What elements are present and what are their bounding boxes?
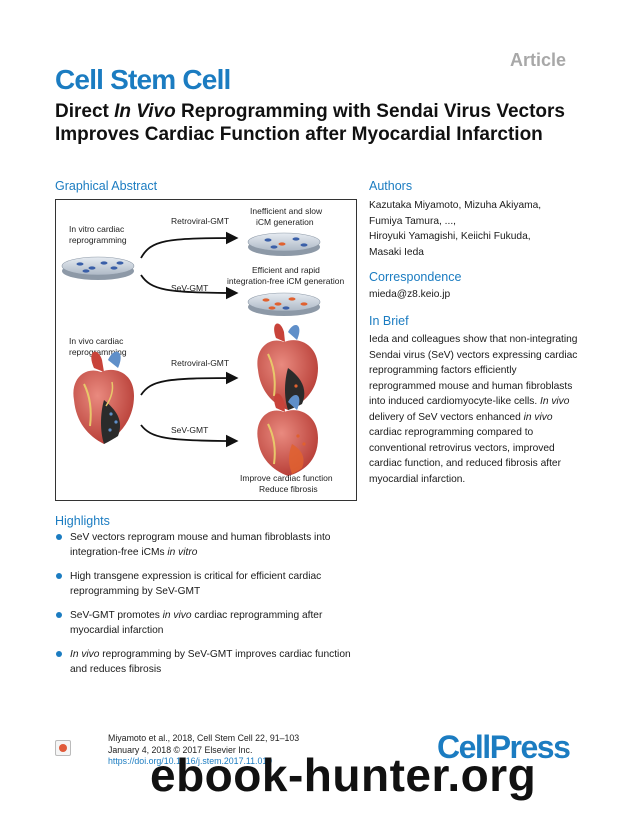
result-heart-2 bbox=[257, 393, 318, 476]
result2-line2: integration-free iCM generation bbox=[227, 276, 344, 286]
result1-line1: Inefficient and slow bbox=[250, 206, 323, 216]
authors-line-2: Fumiya Tamura, ..., bbox=[369, 215, 456, 227]
highlights-heading: Highlights bbox=[55, 514, 110, 528]
source-dish bbox=[61, 256, 135, 280]
highlight-3-italic: in vivo bbox=[162, 610, 192, 621]
title-post: Reprogramming with Sendai Virus Vectors … bbox=[55, 101, 565, 145]
arrow-retroviral-in-vivo bbox=[140, 371, 239, 396]
citation-line-2: January 4, 2018 © 2017 Elsevier Inc. bbox=[108, 744, 253, 755]
highlight-item: In vivo reprogramming by SeV-GMT improve… bbox=[55, 647, 355, 677]
brief-part-3: cardiac reprogramming compared to conven… bbox=[369, 427, 561, 485]
authors-line-1: Kazutaka Miyamoto, Mizuha Akiyama, bbox=[369, 200, 542, 211]
highlight-4-italic: In vivo bbox=[70, 649, 100, 660]
article-type-label: Article bbox=[509, 50, 566, 70]
in-brief-heading: In Brief bbox=[369, 314, 409, 328]
in-vitro-label-1: In vitro cardiac bbox=[69, 224, 125, 234]
graphical-abstract-svg: In vitro cardiac reprogramming Retrovira… bbox=[61, 206, 344, 494]
highlight-2-text: High transgene expression is critical fo… bbox=[70, 571, 322, 597]
in-vitro-label-2: reprogramming bbox=[69, 235, 127, 245]
brief-italic-2: in vivo bbox=[523, 411, 553, 423]
graphical-abstract-figure: In vitro cardiac reprogramming Retrovira… bbox=[55, 199, 357, 501]
highlight-item: High transgene expression is critical fo… bbox=[55, 569, 355, 599]
crossmark-icon[interactable] bbox=[55, 740, 71, 756]
sev-bottom-label: SeV-GMT bbox=[171, 425, 208, 435]
result1-line2: iCM generation bbox=[256, 217, 314, 227]
brief-part-1: Ieda and colleagues show that non-integr… bbox=[369, 334, 578, 407]
title-italic: In Vivo bbox=[114, 101, 176, 122]
brief-part-2: delivery of SeV vectors enhanced bbox=[369, 411, 524, 423]
result-dish-1 bbox=[247, 232, 321, 256]
publisher-logo: CellPress bbox=[437, 729, 571, 765]
retroviral-top-label: Retroviral-GMT bbox=[171, 216, 229, 226]
paper-title: Direct In Vivo Reprogramming with Sendai… bbox=[55, 100, 575, 146]
result-dish-2 bbox=[247, 292, 321, 316]
authors-line-4: Masaki Ieda bbox=[369, 246, 424, 258]
citation-block: Miyamoto et al., 2018, Cell Stem Cell 22… bbox=[108, 733, 299, 768]
bullet-icon bbox=[56, 612, 62, 618]
bullet-icon bbox=[56, 651, 62, 657]
doi-link[interactable]: https://doi.org/10.1016/j.stem.2017.11.0… bbox=[108, 756, 273, 766]
in-brief-text: Ieda and colleagues show that non-integr… bbox=[369, 332, 579, 487]
outcome-line2: Reduce fibrosis bbox=[259, 484, 318, 494]
result2-line1: Efficient and rapid bbox=[252, 265, 320, 275]
highlight-3-post: cardiac reprogramming after myocardial i… bbox=[70, 610, 323, 636]
arrow-sev-in-vivo bbox=[140, 424, 239, 448]
title-pre: Direct bbox=[55, 101, 115, 122]
correspondence-heading: Correspondence bbox=[369, 270, 462, 284]
result-heart-1 bbox=[257, 323, 318, 410]
journal-logo: Cell Stem Cell bbox=[55, 64, 231, 95]
bullet-icon bbox=[56, 534, 62, 540]
bullet-icon bbox=[56, 573, 62, 579]
arrow-sev-in-vitro bbox=[140, 274, 239, 300]
authors-line-3: Hiroyuki Yamagishi, Keiichi Fukuda, bbox=[369, 231, 531, 242]
retroviral-bottom-label: Retroviral-GMT bbox=[171, 358, 229, 368]
in-vivo-label-1: In vivo cardiac bbox=[69, 336, 124, 346]
graphical-abstract-heading: Graphical Abstract bbox=[55, 179, 158, 193]
outcome-line1: Improve cardiac function bbox=[240, 473, 333, 483]
highlight-3-pre: SeV-GMT promotes bbox=[70, 610, 163, 621]
brief-italic-1: In vivo bbox=[540, 396, 570, 407]
citation-line-1: Miyamoto et al., 2018, Cell Stem Cell 22… bbox=[108, 733, 300, 743]
highlight-item: SeV vectors reprogram mouse and human fi… bbox=[55, 530, 355, 560]
authors-heading: Authors bbox=[369, 179, 413, 193]
arrow-retroviral-in-vitro bbox=[140, 231, 239, 259]
authors-list: Kazutaka Miyamoto, Mizuha Akiyama, Fumiy… bbox=[369, 198, 579, 260]
highlights-list: SeV vectors reprogram mouse and human fi… bbox=[55, 530, 355, 686]
correspondence-email[interactable]: mieda@z8.keio.jp bbox=[369, 289, 451, 300]
highlight-4-post: reprogramming by SeV-GMT improves cardia… bbox=[70, 649, 351, 675]
in-vivo-label-2: reprogramming bbox=[69, 347, 127, 357]
highlight-1-italic: in vitro bbox=[167, 547, 198, 558]
source-heart bbox=[73, 351, 134, 444]
sev-top-label: SeV-GMT bbox=[171, 283, 208, 293]
highlight-1-text: SeV vectors reprogram mouse and human fi… bbox=[70, 532, 331, 558]
highlight-item: SeV-GMT promotes in vivo cardiac reprogr… bbox=[55, 608, 355, 638]
watermark-text: ebook-hunter.org bbox=[150, 749, 537, 801]
